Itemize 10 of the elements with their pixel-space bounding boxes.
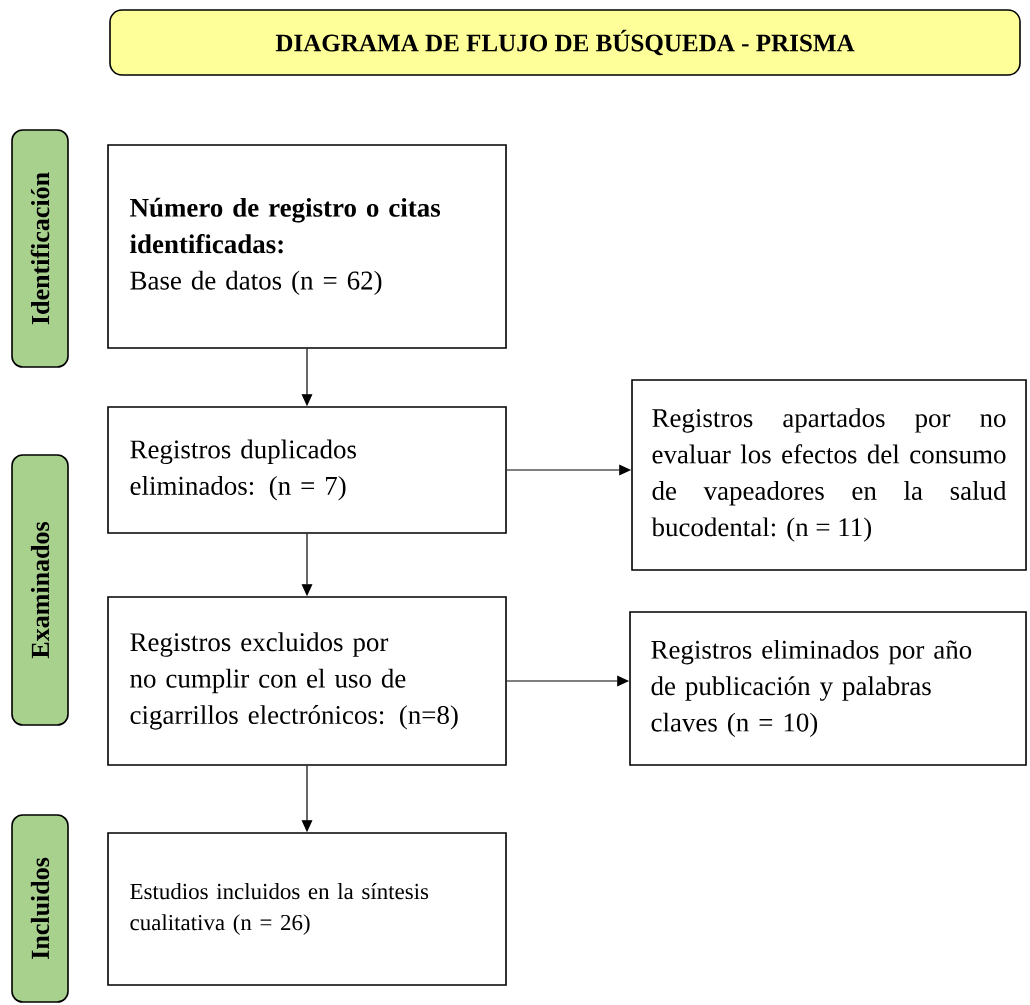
process-box: Registros eliminados por año de publicación y palabras claves (n = 10)	[629, 611, 1027, 766]
stage-label: Identificación	[11, 129, 69, 368]
process-box: Estudios incluidos en la síntesis cualitativa (n = 26)	[107, 832, 507, 986]
process-box: Número de registro o citas identificadas: Base de datos (n = 62)	[107, 144, 507, 349]
process-box: Registros excluidos por no cumplir con el uso de cigarrillos electrónicos: (n=8)	[107, 596, 507, 766]
process-box: Registros duplicados eliminados: (n = 7)	[107, 406, 507, 534]
stage-label: Incluidos	[11, 814, 69, 1003]
title-banner: DIAGRAMA DE FLUJO DE BÚSQUEDA - PRISMA	[109, 9, 1021, 76]
process-box: Registros apartados por no evaluar los efectos del consumo de vapeadores en la salud bucodental: (n = 11)	[631, 379, 1027, 571]
stage-label: Examinados	[11, 454, 69, 726]
